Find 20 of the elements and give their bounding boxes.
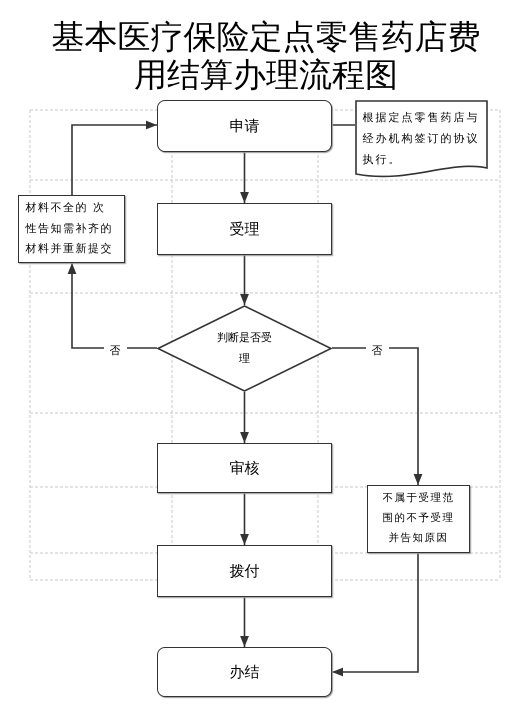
process-box: 材料不全的 次性告知需补齐的材料并重新提交	[18, 195, 125, 263]
arrow	[71, 120, 157, 195]
process-box: 审核	[157, 443, 332, 493]
arrow	[240, 392, 249, 443]
arrow	[332, 553, 419, 676]
arrow	[240, 597, 249, 647]
connector-line	[332, 124, 355, 126]
process-box: 受理	[157, 203, 332, 255]
arrow	[68, 263, 157, 349]
terminal-box: 办结	[157, 647, 332, 697]
title: 基本医疗保险定点零售药店费用结算办理流程图	[50, 18, 482, 94]
arrow	[332, 347, 422, 485]
arrow	[240, 255, 249, 305]
arrow	[240, 152, 249, 203]
process-box: 拨付	[157, 545, 332, 597]
decision-diamond: 判断是否受理	[157, 305, 332, 392]
arrow	[240, 493, 249, 545]
process-box: 申请	[157, 100, 332, 152]
document-shape: 根据定点零售药店与经办机构签订的协议执行。	[355, 100, 488, 180]
process-box: 不属于受理范围的不予受理并告知原因	[367, 485, 470, 553]
